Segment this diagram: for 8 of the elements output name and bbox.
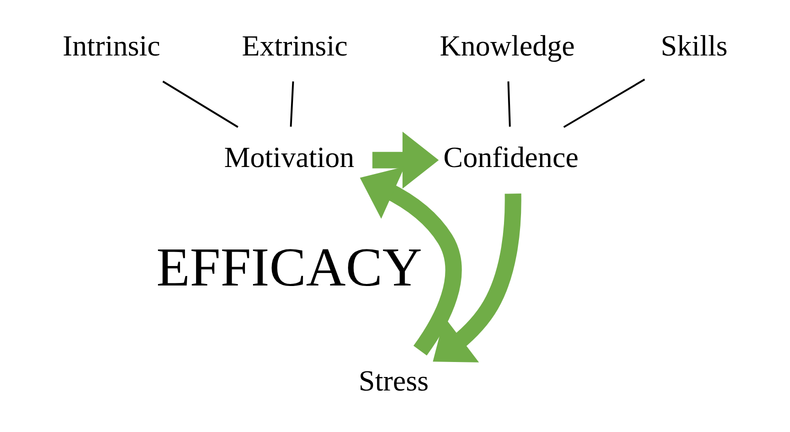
- node-text: Confidence: [442, 142, 578, 174]
- node-text: Intrinsic: [62, 30, 160, 62]
- node-text: Skills: [660, 30, 728, 62]
- label: EFFICACY: [156, 236, 422, 298]
- node-text: Extrinsic: [241, 30, 348, 62]
- node-text: Motivation: [224, 142, 354, 174]
- node-text: Knowledge: [439, 30, 574, 62]
- node-text: Stress: [358, 366, 428, 398]
